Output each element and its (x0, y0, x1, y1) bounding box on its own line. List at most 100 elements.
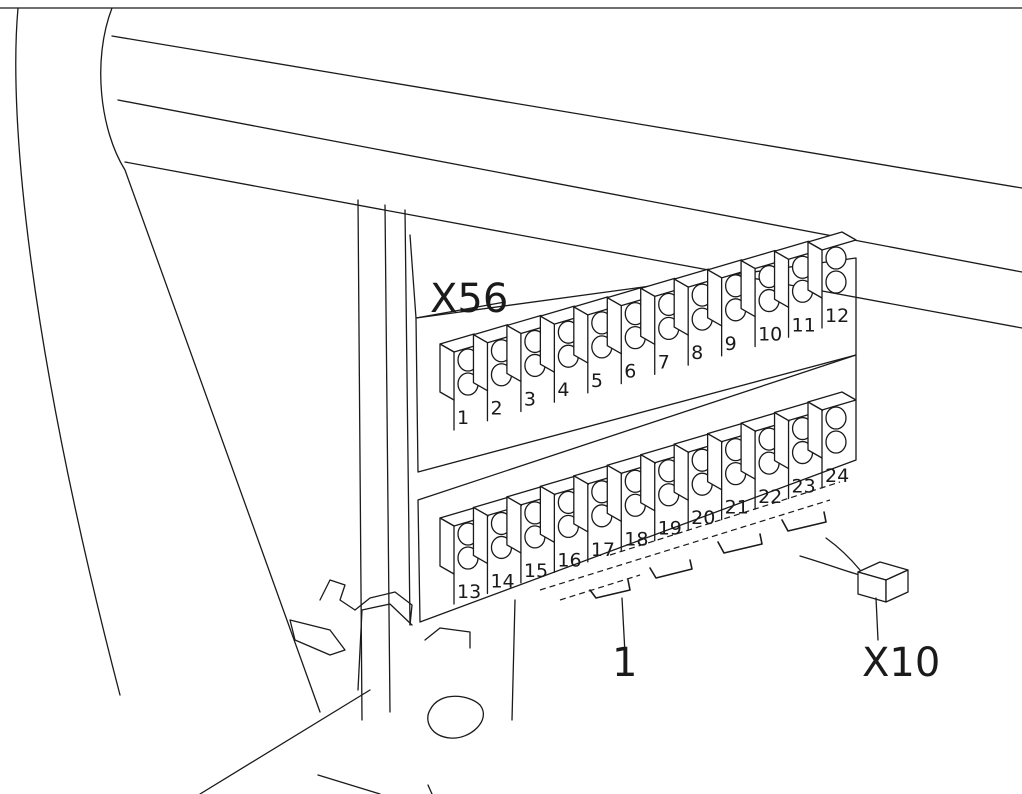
jumper-bridge (589, 579, 631, 599)
bracket-tab (289, 619, 346, 656)
terminal-module-front (706, 269, 723, 327)
terminal-number: 14 (490, 570, 514, 592)
terminal-module-front (807, 401, 823, 459)
bridge-dashed-line-1 (539, 499, 831, 591)
jumper-bridges (539, 481, 841, 673)
connector-wire-2 (799, 555, 861, 576)
terminal-screw (825, 270, 847, 294)
terminal-module-front (573, 475, 589, 533)
callout-leader-x10 (875, 597, 879, 641)
terminal-number: 17 (591, 539, 615, 561)
jumper-bridge (649, 559, 693, 579)
terminal-module-front (673, 278, 689, 336)
terminal-module (439, 507, 489, 605)
cable-line-2 (317, 774, 381, 794)
housing-rail-lower (124, 161, 1022, 329)
housing-left-edge (15, 7, 121, 696)
terminal-number: 12 (825, 305, 849, 327)
terminal-number: 21 (725, 497, 749, 519)
terminal-number: 16 (557, 549, 581, 571)
terminal-module-front (472, 334, 489, 392)
terminal-number: 15 (524, 560, 548, 582)
terminal-number: 3 (524, 388, 536, 410)
terminal-module-front (539, 315, 556, 373)
terminal-number: 8 (691, 342, 703, 364)
lower-terminal-numbers: 13 14 15 16 17 18 19 20 21 22 23 24 (457, 465, 849, 603)
terminal-module-front (807, 241, 823, 299)
terminal-module-front (606, 296, 622, 355)
lower-panel-outline (417, 354, 857, 623)
callout-leader-1 (621, 597, 627, 673)
terminal-number: 2 (490, 398, 502, 420)
label-x10: X10 (862, 640, 940, 686)
housing-post-right (384, 204, 391, 713)
connector-x10 (799, 537, 909, 641)
bridge-dashed-line-3 (609, 481, 841, 556)
terminal-module (807, 231, 857, 329)
terminal-number: 5 (591, 370, 603, 392)
terminal-number: 6 (624, 361, 636, 383)
terminal-number: 19 (658, 518, 682, 540)
housing (15, 7, 1022, 721)
housing-rail-top (111, 35, 1022, 189)
clip-body (357, 603, 413, 691)
terminal-module-front (640, 454, 656, 512)
connector-side (885, 569, 909, 603)
connector-wire-1 (825, 537, 861, 571)
terminal-number: 13 (457, 581, 481, 603)
label-callout-1: 1 (612, 640, 637, 686)
terminal-module-front (706, 432, 723, 491)
terminal-module-front (506, 496, 522, 554)
terminal-screw (825, 430, 847, 454)
jumper-bridge (781, 511, 827, 532)
terminal-number: 24 (825, 465, 849, 487)
cable-line-1 (199, 689, 371, 794)
upper-panel-side (409, 234, 417, 319)
label-x56: X56 (430, 276, 508, 322)
jumper-bridge (717, 533, 763, 554)
terminal-number: 9 (725, 333, 737, 355)
terminal-module-front (773, 250, 790, 308)
terminal-number: 22 (758, 486, 782, 508)
upper-terminal-modules (439, 231, 857, 431)
terminal-module-front (773, 411, 790, 470)
terminal-module-front (439, 343, 455, 401)
clip-rod (511, 599, 516, 721)
housing-panel-edge (404, 209, 411, 626)
terminal-screw (825, 246, 847, 270)
terminal-screw (825, 406, 847, 430)
terminal-number: 20 (691, 507, 715, 529)
terminal-module (606, 286, 656, 385)
terminal-module-front (640, 287, 656, 346)
clip-lip (424, 627, 471, 649)
clip-loop (427, 695, 485, 739)
terminal-module-front (472, 506, 489, 565)
housing-rail-middle (117, 99, 1022, 273)
terminal-number: 10 (758, 324, 782, 346)
bridge-dashed-line-2 (559, 574, 641, 601)
upper-panel-top-edge (415, 301, 506, 319)
terminal-module-front (573, 306, 589, 364)
cable-line-3 (427, 784, 433, 794)
terminal-module-front (439, 517, 455, 575)
terminal-module-front (740, 259, 756, 318)
terminal-number: 23 (792, 476, 816, 498)
mounting-bracket (199, 579, 516, 794)
lower-terminal-modules (439, 391, 857, 605)
terminal-number: 18 (624, 528, 648, 550)
housing-left-strut (100, 7, 321, 713)
bracket-hook (319, 579, 356, 611)
terminal-module-front (673, 443, 689, 501)
terminal-number: 11 (792, 314, 816, 336)
terminal-module-front (740, 422, 756, 480)
terminal-module-front (506, 324, 522, 383)
terminal-module-front (539, 485, 556, 544)
clip-top (354, 591, 413, 626)
terminal-number: 7 (658, 351, 670, 373)
terminal-module-front (606, 464, 622, 522)
terminal-number: 1 (457, 407, 469, 429)
